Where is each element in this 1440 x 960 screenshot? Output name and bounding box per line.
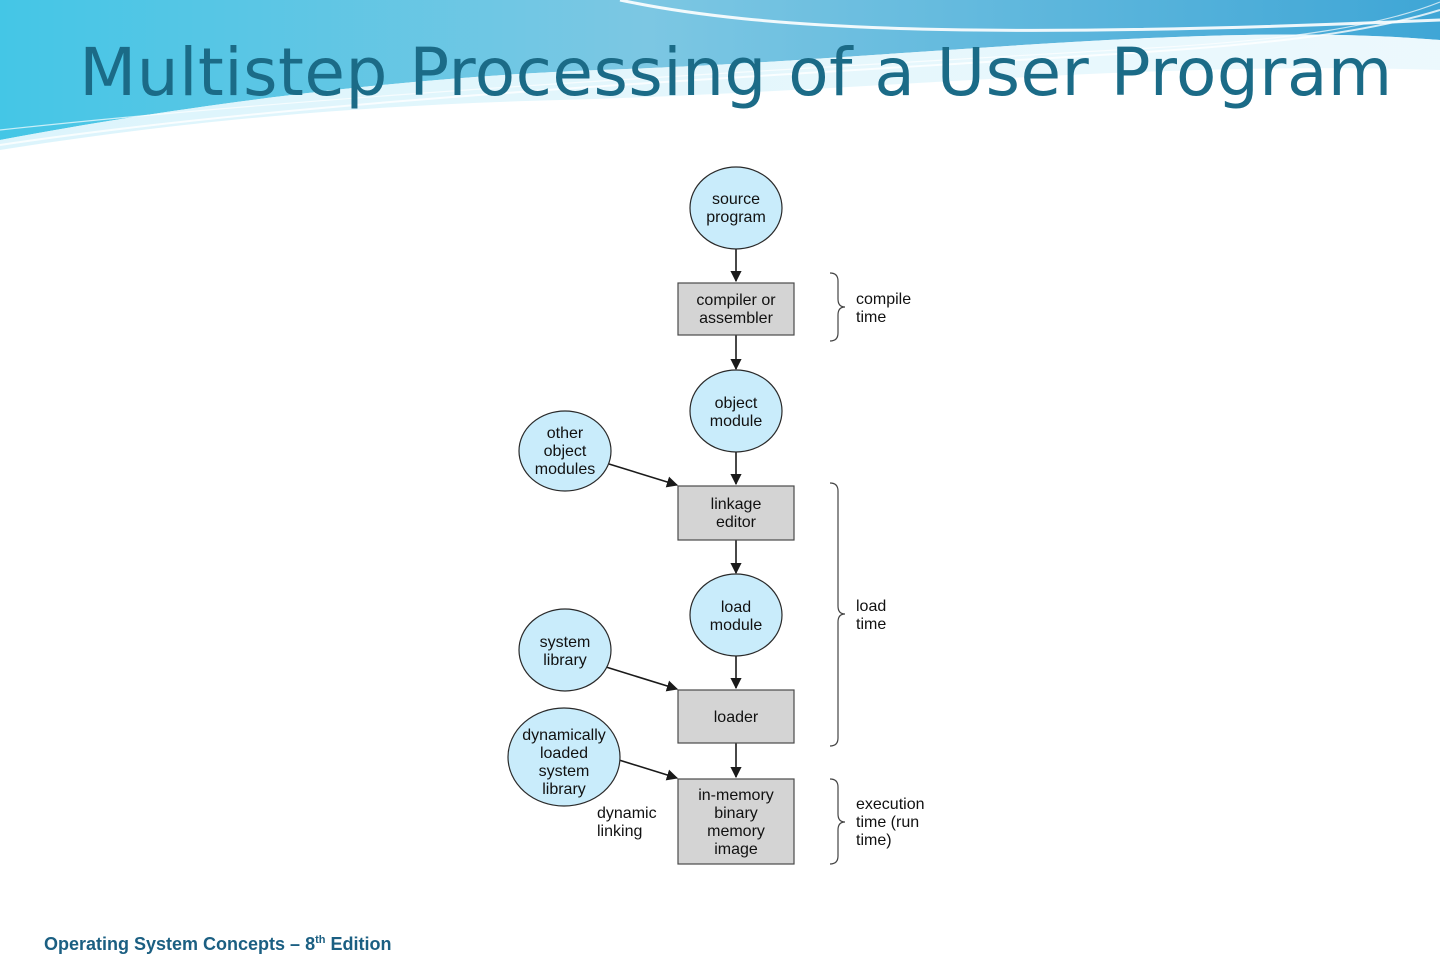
phase-label-execution-time: execution time (run time): [856, 796, 925, 849]
footer-suffix: Edition: [325, 934, 392, 954]
brace-load-time: [829, 482, 846, 747]
node-other-object-modules: other object modules: [518, 410, 612, 492]
node-label-line: modules: [535, 461, 595, 478]
node-in-memory-binary-memory-image: in-memory binary memory image: [677, 778, 795, 865]
node-label-line: object: [544, 443, 587, 460]
node-label-line: image: [714, 841, 758, 858]
phase-label-line: time: [856, 616, 886, 633]
edge-label-line: dynamic: [597, 805, 657, 822]
brace-execution-time: [829, 778, 846, 865]
node-system-library: system library: [518, 608, 612, 692]
node-label-line: other: [547, 425, 584, 442]
node-label-line: loaded: [540, 745, 588, 762]
node-label-line: load: [721, 599, 751, 616]
node-label-line: object: [715, 395, 758, 412]
edge-system-library-to-loader: [605, 666, 679, 692]
node-label-line: source: [712, 191, 760, 208]
node-label-line: editor: [716, 514, 757, 531]
phase-label-line: load: [856, 598, 886, 615]
phase-label-line: compile: [856, 291, 911, 308]
node-label-line: system: [539, 763, 590, 780]
phase-label-load-time: load time: [856, 598, 886, 633]
edge-dynamic-library-to-memory-image: [618, 759, 679, 781]
slide-title: Multistep Processing of a User Program: [79, 34, 1393, 111]
node-label-line: assembler: [699, 310, 773, 327]
phase-label-line: execution: [856, 796, 925, 813]
node-label-line: loader: [714, 709, 759, 726]
node-source-program: source program: [689, 166, 783, 250]
node-label-line: compiler or: [696, 292, 776, 309]
brace-compile-time: [829, 272, 846, 342]
node-object-module: object module: [689, 369, 783, 453]
node-label-line: module: [710, 617, 763, 634]
node-label-line: library: [543, 652, 587, 669]
footer-superscript: th: [315, 934, 326, 946]
node-label-line: library: [542, 781, 586, 798]
node-label-line: in-memory: [698, 787, 774, 804]
node-dynamically-loaded-system-library: dynamically loaded system library: [507, 707, 621, 807]
edge-label-line: linking: [597, 823, 642, 840]
edge-label-dynamic-linking: dynamic linking: [597, 805, 657, 840]
node-compiler-or-assembler: compiler or assembler: [677, 282, 795, 336]
phase-label-line: time): [856, 832, 892, 849]
phase-label-line: time (run: [856, 814, 919, 831]
node-loader: loader: [677, 689, 795, 744]
node-label-line: linkage: [711, 496, 762, 513]
node-label-line: module: [710, 413, 763, 430]
phase-label-line: time: [856, 309, 886, 326]
node-label-line: memory: [707, 823, 765, 840]
edge-other-modules-to-linkage: [608, 463, 679, 488]
phase-label-compile-time: compile time: [856, 291, 911, 326]
slide-footer: Operating System Concepts – 8th Edition: [44, 934, 391, 955]
node-linkage-editor: linkage editor: [677, 485, 795, 541]
footer-text: Operating System Concepts – 8: [44, 934, 316, 954]
header-wave-decoration: [0, 0, 1440, 150]
node-label-line: dynamically: [522, 727, 606, 744]
node-label-line: program: [706, 209, 766, 226]
node-label-line: binary: [714, 805, 758, 822]
node-label-line: system: [540, 634, 591, 651]
node-load-module: load module: [689, 573, 783, 657]
